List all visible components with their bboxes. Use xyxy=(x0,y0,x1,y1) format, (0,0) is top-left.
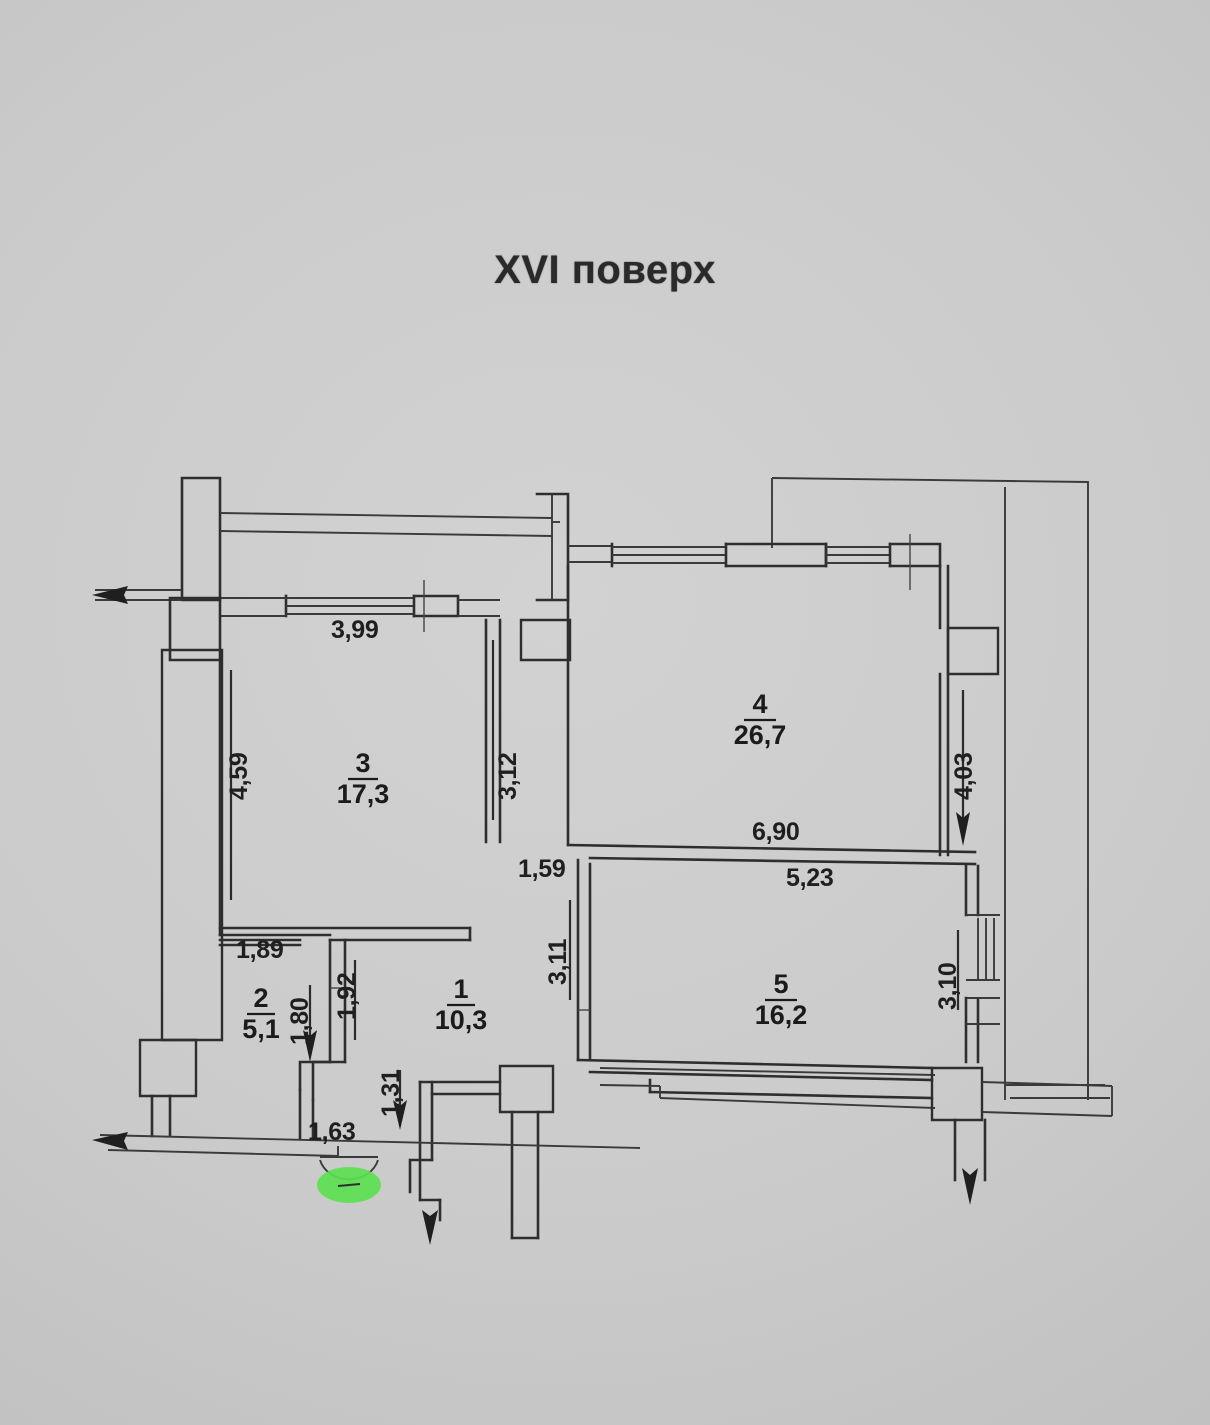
svg-text:3: 3 xyxy=(355,748,370,778)
dimension-markers xyxy=(229,640,970,1130)
dimension-label-3-10: 3,10 xyxy=(934,963,962,1010)
dimension-label-4-59: 4,59 xyxy=(225,753,253,800)
room-1-walls xyxy=(298,938,555,1245)
dimension-label-1-92: 1,92 xyxy=(333,973,361,1020)
svg-text:2: 2 xyxy=(253,983,268,1013)
room-2-walls xyxy=(138,648,332,1138)
dimension-label-1-63: 1,63 xyxy=(308,1118,355,1146)
svg-text:26,7: 26,7 xyxy=(734,720,787,750)
room-label-5: 5 16,2 xyxy=(755,969,808,1030)
highlight-underlying-line xyxy=(337,1183,361,1187)
dimension-label-1-80: 1,80 xyxy=(286,998,314,1045)
room-label-3: 3 17,3 xyxy=(337,748,390,809)
svg-text:1: 1 xyxy=(453,974,468,1004)
dimension-label-1-89: 1,89 xyxy=(236,936,283,964)
dimension-label-1-59: 1,59 xyxy=(518,855,565,883)
dimension-label-3-12: 3,12 xyxy=(494,753,522,800)
room-5-walls xyxy=(576,858,1000,1100)
dimension-label-6-90: 6,90 xyxy=(752,818,799,846)
exterior-walls-bottom xyxy=(92,1066,1113,1205)
dimension-label-3-99: 3,99 xyxy=(331,616,378,644)
dimension-label-3-11: 3,11 xyxy=(544,939,572,985)
svg-text:5,1: 5,1 xyxy=(242,1014,280,1044)
svg-text:10,3: 10,3 xyxy=(435,1005,488,1035)
svg-text:17,3: 17,3 xyxy=(337,779,390,809)
svg-text:16,2: 16,2 xyxy=(755,1000,808,1030)
dimension-label-1-31: 1,31 xyxy=(377,1069,405,1117)
dimension-label-4-03: 4,03 xyxy=(950,753,978,800)
room-label-2: 2 5,1 xyxy=(242,983,280,1044)
pillar-box-centre xyxy=(519,618,572,662)
room-label-1: 1 10,3 xyxy=(435,974,488,1035)
room-3-walls xyxy=(168,580,502,942)
svg-text:5: 5 xyxy=(773,969,788,999)
page-title: XVI поверх xyxy=(494,248,716,292)
svg-text:4: 4 xyxy=(752,689,767,719)
exterior-walls-top xyxy=(92,476,570,604)
dimension-label-5-23: 5,23 xyxy=(786,864,833,892)
room-4-walls xyxy=(566,534,1000,866)
room-label-4: 4 26,7 xyxy=(734,689,787,750)
dimension-labels: 3,99 4,59 3,12 4,03 6,90 5,23 1,59 3,11 … xyxy=(225,616,978,1146)
